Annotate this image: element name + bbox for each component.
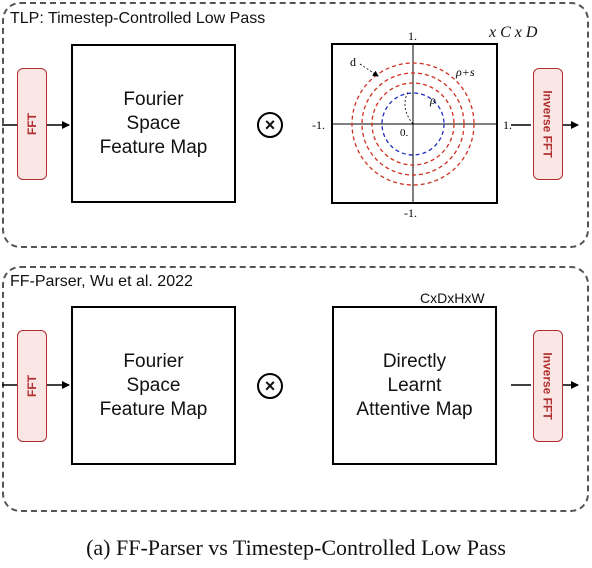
dims-label-bottom: CxDxHxW bbox=[420, 290, 485, 306]
rho-circle bbox=[381, 92, 445, 156]
attentive-map: Directly Learnt Attentive Map bbox=[332, 306, 497, 465]
axis-y-top-label: 1. bbox=[408, 29, 417, 43]
rho-radius-line bbox=[404, 91, 414, 125]
feature-map-label: Fourier Space Feature Map bbox=[99, 350, 208, 420]
inverse-fft-block-top: Inverse FFT bbox=[533, 68, 563, 180]
fourier-feature-map-bottom: Fourier Space Feature Map bbox=[71, 306, 236, 465]
fft-block-top: FFT bbox=[17, 68, 47, 180]
multiply-icon: × bbox=[257, 112, 283, 138]
multiply-icon: × bbox=[257, 373, 283, 399]
axis-x-right-label: 1. bbox=[503, 118, 512, 132]
d-label: d bbox=[350, 55, 356, 69]
fourier-feature-map-top: Fourier Space Feature Map bbox=[71, 44, 236, 203]
feature-map-label: Fourier Space Feature Map bbox=[99, 88, 208, 158]
fft-block-bottom: FFT bbox=[17, 330, 47, 442]
rho-s-label: ρ+s bbox=[455, 65, 475, 79]
figure-caption: (a) FF-Parser vs Timestep-Controlled Low… bbox=[86, 535, 506, 560]
origin-label: 0. bbox=[400, 127, 409, 139]
rho-s-circle-1 bbox=[371, 82, 455, 166]
rho-label: ρ bbox=[429, 93, 436, 107]
axis-y-bottom-label: -1. bbox=[404, 206, 417, 220]
dims-label-top: x C x D bbox=[489, 24, 538, 41]
axis-x-left-label: -1. bbox=[312, 118, 325, 132]
attentive-map-label: Directly Learnt Attentive Map bbox=[356, 350, 473, 420]
d-pointer bbox=[359, 63, 379, 77]
ff-parser-panel-title: FF-Parser, Wu et al. 2022 bbox=[10, 273, 193, 290]
rho-s-circle-2 bbox=[361, 72, 465, 176]
tlp-panel-title: TLP: Timestep-Controlled Low Pass bbox=[10, 10, 266, 27]
inverse-fft-block-bottom: Inverse FFT bbox=[533, 330, 563, 442]
ff-parser-panel bbox=[2, 266, 589, 512]
rho-s-circle-3 bbox=[351, 62, 475, 186]
